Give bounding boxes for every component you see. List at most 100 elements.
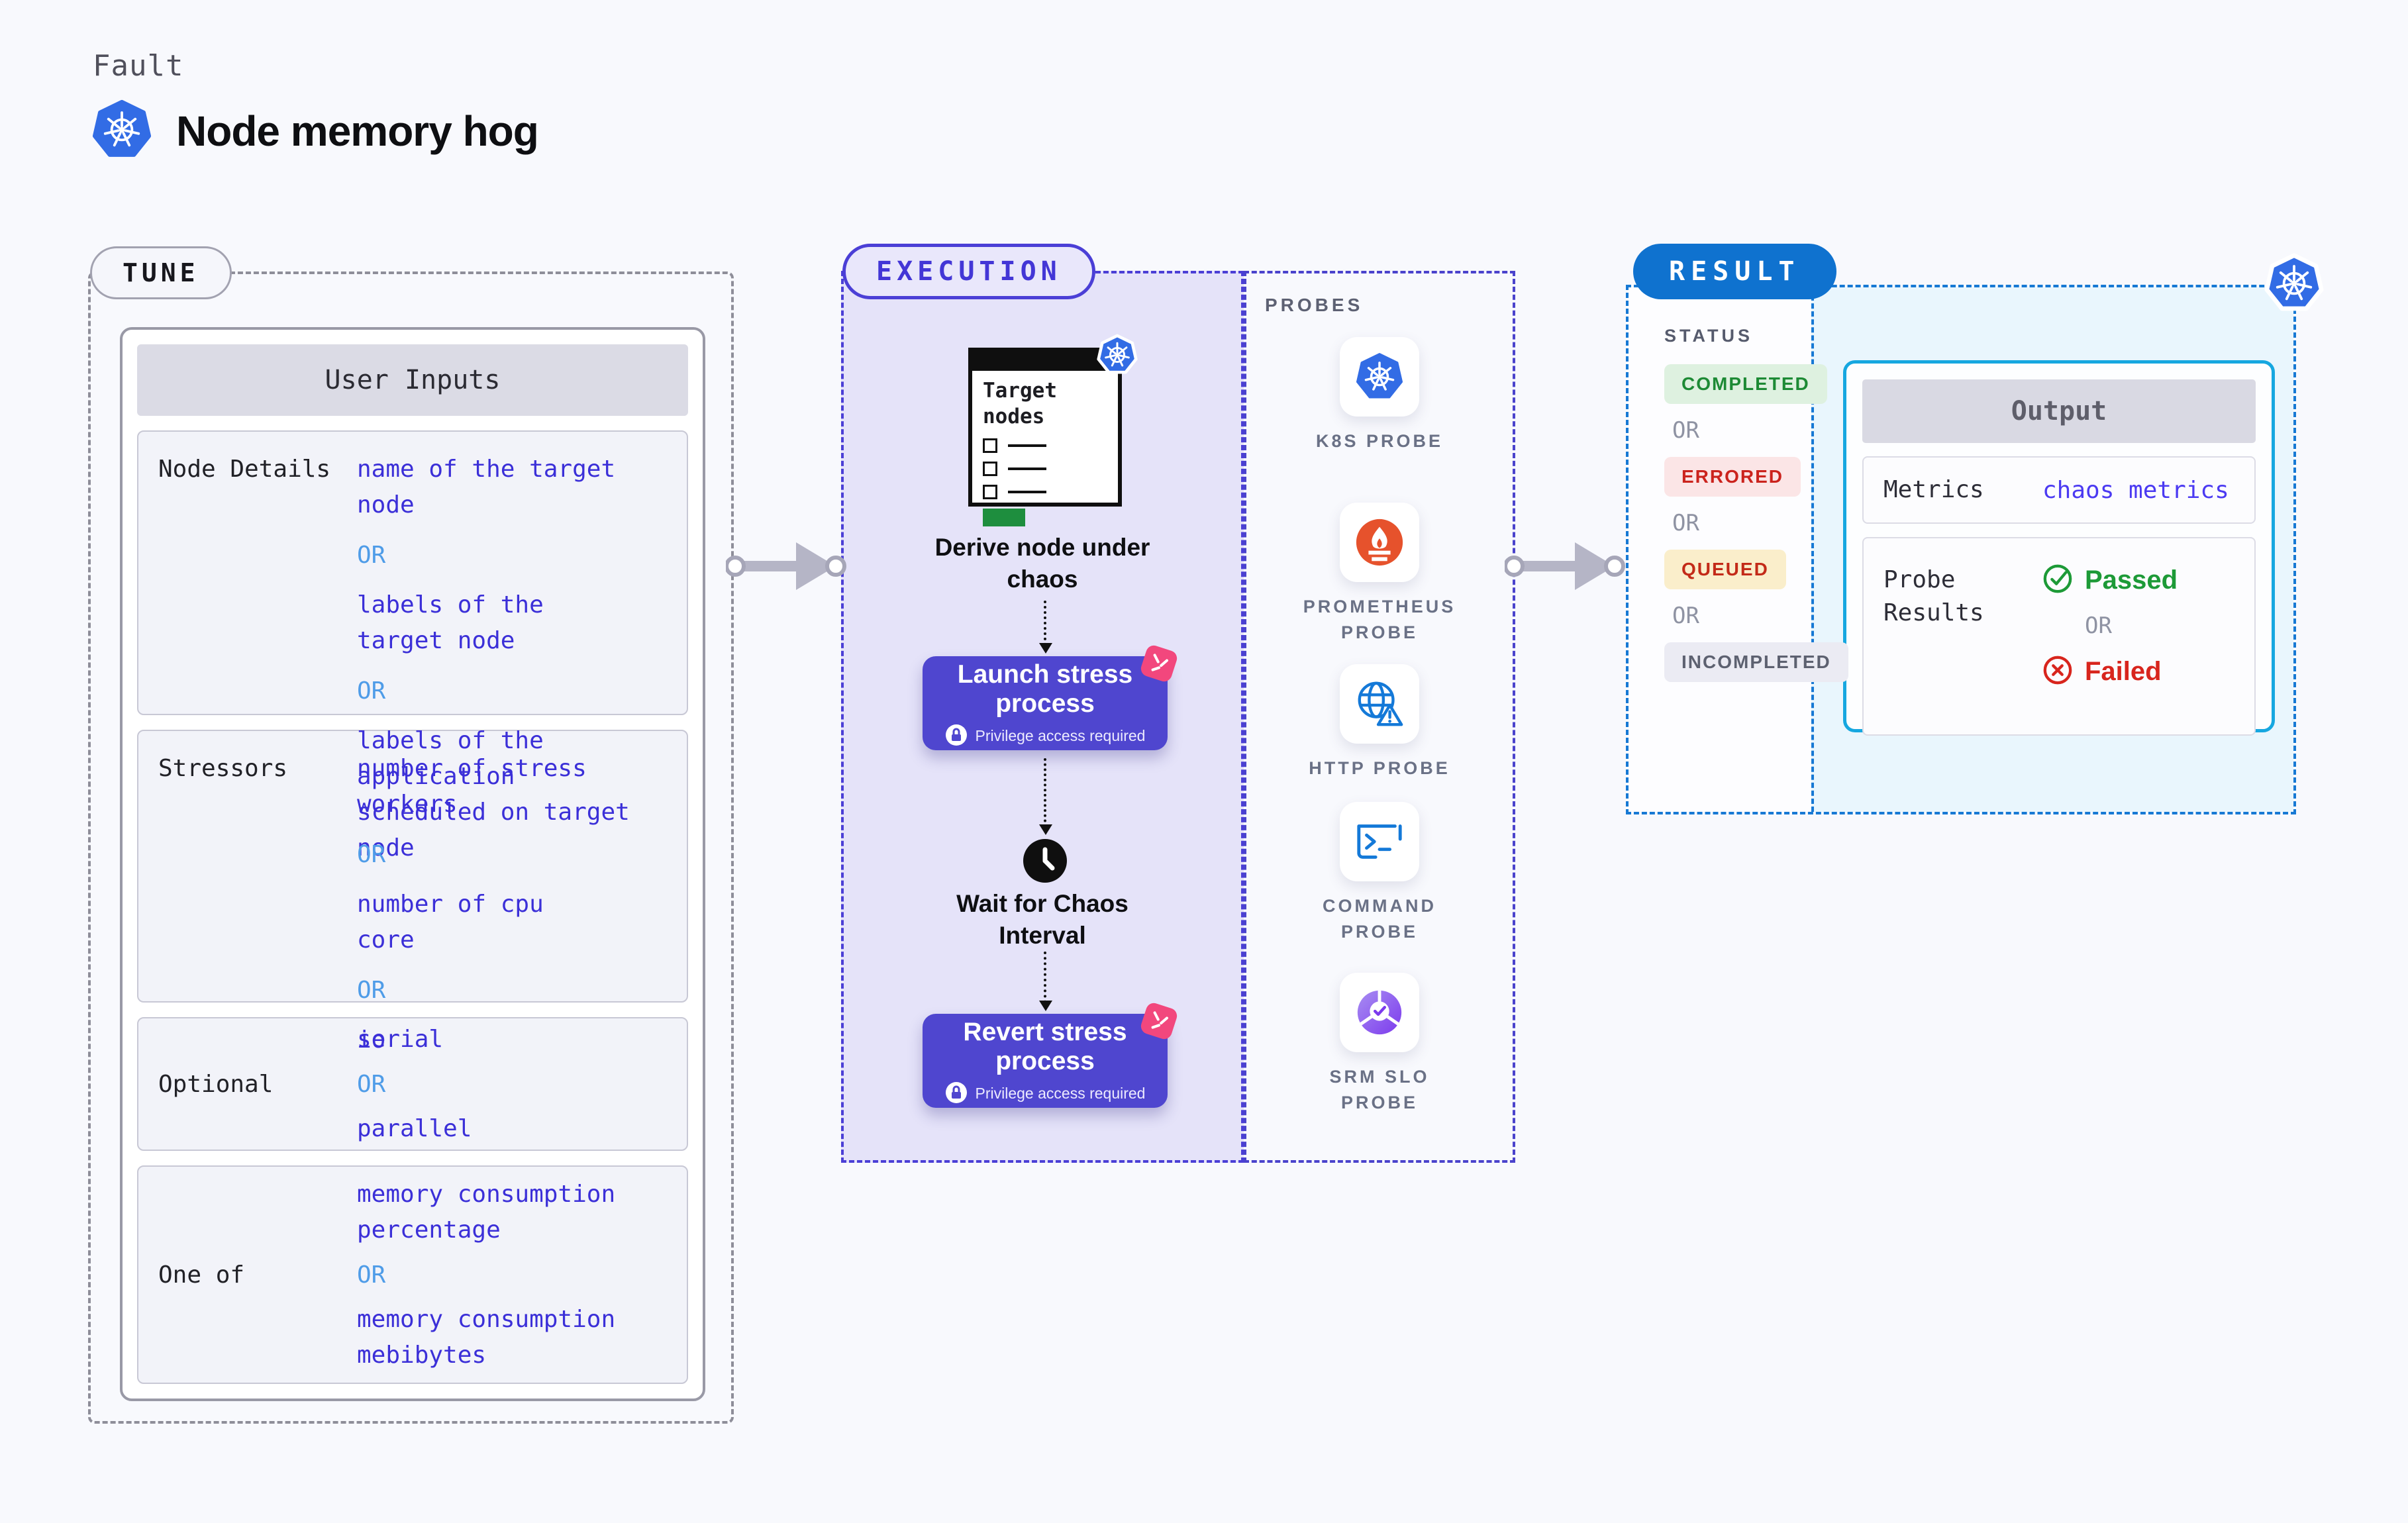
output-area: Output Metrics chaos metrics Probe Resul… bbox=[1811, 287, 2293, 812]
process-label: Launch stress process bbox=[957, 660, 1133, 718]
output-header: Output bbox=[1862, 379, 2256, 443]
table-row: One of memory consumption percentage OR … bbox=[137, 1165, 688, 1384]
node-line bbox=[1008, 467, 1046, 470]
slo-pie-icon bbox=[1340, 973, 1419, 1052]
dotted-arrow-icon bbox=[1039, 601, 1052, 654]
user-inputs-header: User Inputs bbox=[137, 344, 688, 416]
privilege-note: Privilege access required bbox=[975, 1085, 1146, 1103]
row-label: Stressors bbox=[158, 755, 288, 782]
kubernetes-icon bbox=[2262, 252, 2326, 318]
list-item: SRM SLO PROBE bbox=[1246, 973, 1513, 1116]
or-separator: OR bbox=[1672, 510, 1699, 536]
input-option: labels of the target node bbox=[357, 591, 544, 654]
input-option: io bbox=[357, 1026, 386, 1054]
kubernetes-icon bbox=[1340, 337, 1419, 417]
lock-icon bbox=[945, 724, 968, 749]
probe-label: HTTP PROBE bbox=[1309, 758, 1450, 778]
metrics-row: Metrics chaos metrics bbox=[1862, 456, 2256, 524]
row-values: name of the target node OR labels of the… bbox=[357, 452, 667, 866]
check-circle-icon bbox=[2042, 564, 2073, 597]
flow-arrow-icon bbox=[725, 538, 846, 597]
input-option: labels of the application scheduled on t… bbox=[357, 727, 630, 861]
probe-results-row: Probe Results Passed OR bbox=[1862, 537, 2256, 736]
input-option: serial bbox=[357, 1025, 444, 1053]
launch-stress-process-node: Launch stress process Privilege access r… bbox=[923, 645, 1178, 750]
or-separator: OR bbox=[357, 841, 386, 868]
input-option: memory consumption percentage bbox=[357, 1180, 616, 1244]
or-separator: OR bbox=[357, 1070, 386, 1098]
probe-label: SRM SLO PROBE bbox=[1329, 1067, 1430, 1113]
result-pill: RESULT bbox=[1633, 244, 1836, 299]
probe-label: PROMETHEUS PROBE bbox=[1303, 597, 1456, 643]
page-title: Node memory hog bbox=[176, 107, 539, 155]
lock-icon bbox=[945, 1081, 968, 1106]
kubernetes-icon bbox=[1095, 333, 1139, 379]
prometheus-icon bbox=[1340, 503, 1419, 582]
execution-pill: EXECUTION bbox=[842, 244, 1095, 299]
status-stack: COMPLETED OR ERRORED OR QUEUED OR INCOMP… bbox=[1664, 364, 1848, 682]
revert-stress-process-node: Revert stress process Privilege access r… bbox=[923, 1003, 1178, 1108]
or-separator: OR bbox=[2085, 613, 2112, 639]
probe-results-values: Passed OR Failed bbox=[2042, 564, 2178, 688]
status-badge: QUEUED bbox=[1664, 550, 1786, 589]
table-row: Optional serial OR parallel bbox=[137, 1017, 688, 1151]
table-row: Node Details name of the target node OR … bbox=[137, 430, 688, 861]
x-circle-icon bbox=[2042, 655, 2073, 688]
probe-label: COMMAND PROBE bbox=[1323, 896, 1436, 942]
passed-label: Passed bbox=[2085, 565, 2178, 595]
list-item: K8S PROBE bbox=[1246, 337, 1513, 454]
dotted-arrow-icon bbox=[1039, 758, 1052, 835]
probe-results-label: Probe Results bbox=[1883, 566, 1984, 627]
or-separator: OR bbox=[357, 677, 386, 705]
row-label: One of bbox=[158, 1261, 245, 1289]
fault-eyebrow: Fault bbox=[93, 49, 184, 83]
input-option: number of cpu core bbox=[357, 891, 544, 954]
derive-node-caption: Derive node under chaos bbox=[934, 534, 1150, 593]
node-checkbox-row bbox=[983, 484, 1118, 499]
privilege-note: Privilege access required bbox=[975, 727, 1146, 745]
process-label: Revert stress process bbox=[963, 1018, 1127, 1075]
status-badge: INCOMPLETED bbox=[1664, 642, 1848, 682]
window-titlebar bbox=[972, 351, 1119, 371]
output-card: Output Metrics chaos metrics Probe Resul… bbox=[1843, 360, 2275, 736]
list-item: PROMETHEUS PROBE bbox=[1246, 503, 1513, 646]
green-button bbox=[983, 508, 1025, 526]
row-label: Node Details bbox=[158, 456, 331, 483]
node-checkbox-row bbox=[983, 461, 1118, 476]
page-header: Node memory hog bbox=[90, 98, 539, 164]
checkbox-icon bbox=[983, 484, 997, 499]
tune-pill: TUNE bbox=[90, 246, 232, 299]
status-label: STATUS bbox=[1664, 326, 1753, 346]
metrics-value: chaos metrics bbox=[2042, 476, 2229, 504]
or-separator: OR bbox=[357, 977, 386, 1004]
node-line bbox=[1008, 490, 1046, 493]
execution-section: Target nodes bbox=[841, 271, 1244, 1163]
row-label: Optional bbox=[158, 1070, 274, 1098]
input-option: parallel bbox=[357, 1114, 472, 1142]
status-badge: ERRORED bbox=[1664, 457, 1801, 497]
row-values: memory consumption percentage OR memory … bbox=[357, 1177, 667, 1373]
list-item: COMMAND PROBE bbox=[1246, 802, 1513, 945]
chaos-pinwheel-icon bbox=[1138, 1001, 1179, 1044]
input-option: name of the target node bbox=[357, 456, 616, 518]
user-inputs-card: User Inputs Node Details name of the tar… bbox=[120, 327, 705, 1401]
node-checkbox-row bbox=[983, 438, 1118, 453]
terminal-icon bbox=[1340, 802, 1419, 881]
failed-label: Failed bbox=[2085, 656, 2162, 686]
list-item: HTTP PROBE bbox=[1246, 664, 1513, 781]
or-separator: OR bbox=[357, 542, 386, 569]
kubernetes-icon bbox=[90, 98, 154, 164]
row-values: number of stress workers OR number of cp… bbox=[357, 751, 667, 1058]
or-separator: OR bbox=[1672, 417, 1699, 444]
table-row: Stressors number of stress workers OR nu… bbox=[137, 730, 688, 1054]
target-nodes-title: Target nodes bbox=[983, 379, 1057, 428]
globe-warning-icon bbox=[1340, 664, 1419, 744]
node-line bbox=[1008, 444, 1046, 447]
or-separator: OR bbox=[357, 1261, 386, 1289]
chaos-pinwheel-icon bbox=[1138, 643, 1179, 687]
result-section: Output Metrics chaos metrics Probe Resul… bbox=[1626, 285, 2296, 814]
target-nodes-window: Target nodes bbox=[968, 334, 1138, 526]
or-separator: OR bbox=[1672, 603, 1699, 629]
metrics-label: Metrics bbox=[1883, 475, 1984, 503]
